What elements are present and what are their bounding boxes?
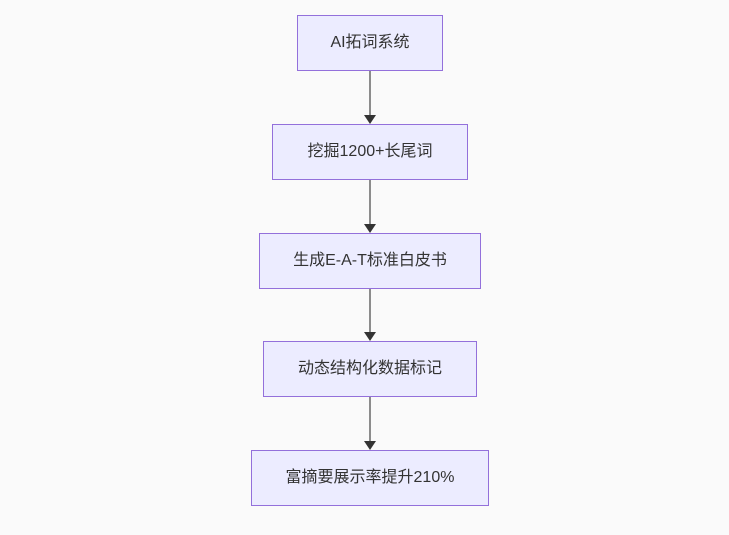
arrow-head-icon [364, 332, 376, 341]
arrow-head-icon [364, 224, 376, 233]
flowchart-arrow-1 [363, 71, 377, 124]
flowchart-node-structured-data-markup: 动态结构化数据标记 [263, 341, 477, 397]
flowchart-node-rich-snippet-result: 富摘要展示率提升210% [251, 450, 489, 506]
flowchart-node-eat-whitepaper: 生成E-A-T标准白皮书 [259, 233, 481, 289]
arrow-head-icon [364, 441, 376, 450]
flowchart-node-ai-keyword-system: AI拓词系统 [297, 15, 443, 71]
arrow-line [369, 180, 371, 224]
node-label: 动态结构化数据标记 [297, 360, 442, 377]
flowchart-arrow-4 [363, 397, 377, 450]
arrow-line [369, 71, 371, 115]
flowchart-arrow-2 [363, 180, 377, 233]
node-label: AI拓词系统 [330, 34, 410, 51]
node-label: 挖掘1200+长尾词 [307, 143, 433, 160]
node-label: 富摘要展示率提升210% [285, 469, 455, 486]
arrow-head-icon [364, 115, 376, 124]
arrow-line [369, 289, 371, 332]
flowchart-arrow-3 [363, 289, 377, 341]
flowchart-node-longtail-mining: 挖掘1200+长尾词 [272, 124, 468, 180]
node-label: 生成E-A-T标准白皮书 [293, 252, 447, 269]
arrow-line [369, 397, 371, 441]
